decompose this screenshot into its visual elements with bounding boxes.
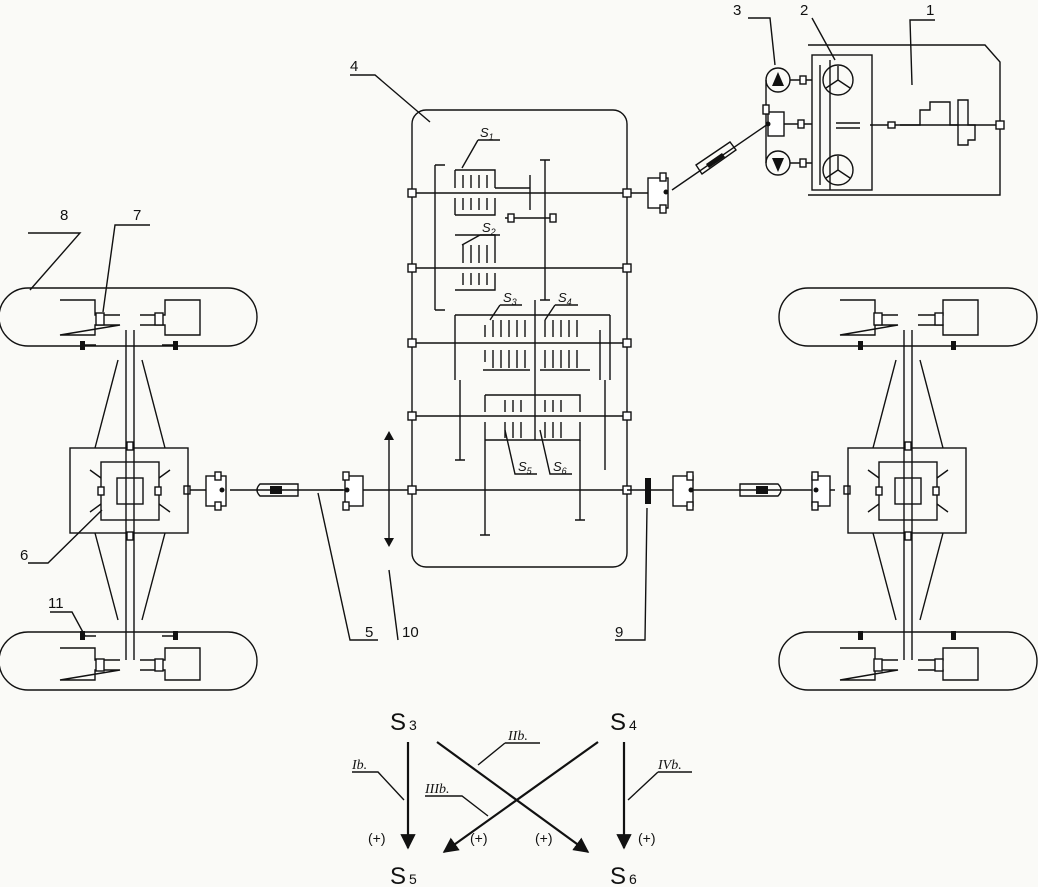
callout-leaders — [28, 17, 935, 641]
callout-5: 5 — [365, 624, 373, 641]
right-front-wheel — [778, 287, 1038, 350]
path-iiib-arrow — [442, 741, 599, 853]
callout-7: 7 — [133, 207, 141, 224]
right-output-driveline — [627, 471, 851, 511]
callout-4: 4 — [350, 58, 358, 75]
sign-iib: (+) — [535, 830, 553, 846]
path-iib-arrow — [436, 741, 590, 853]
callout-1: 1 — [926, 2, 934, 19]
callout-6: 6 — [20, 547, 28, 564]
callout-8: 8 — [60, 207, 68, 224]
callout-9: 9 — [615, 624, 623, 641]
clutch-label-s5: S5 — [518, 459, 533, 476]
gear-label-iiib: IIIb. — [424, 782, 450, 797]
left-front-wheel — [0, 287, 258, 350]
sign-iiib: (+) — [470, 830, 488, 846]
torque-converter — [819, 60, 860, 190]
left-axle — [69, 330, 189, 660]
clutch-labels: S1 S2 S3 S4 S5 S6 — [461, 125, 578, 476]
sign-ib: (+) — [368, 830, 386, 846]
right-rear-wheel — [778, 631, 1038, 691]
clutch-label-s3: S3 — [503, 290, 517, 307]
engine-unit — [808, 44, 1005, 196]
clutch-label-s6: S6 — [553, 459, 567, 476]
charge-pumps — [762, 67, 812, 176]
input-cardan-shaft — [627, 123, 769, 214]
gear-label-ib: Ib. — [351, 758, 367, 773]
callout-11: 11 — [48, 595, 64, 612]
callout-numbers: 1 2 3 4 5 6 7 8 9 10 11 — [20, 2, 934, 641]
gear-label-iib: IIb. — [507, 729, 528, 744]
callout-2: 2 — [800, 2, 808, 19]
gearbox — [330, 109, 632, 568]
callout-3: 3 — [733, 2, 741, 19]
sign-ivb: (+) — [638, 830, 656, 846]
left-output-driveline — [183, 471, 364, 511]
gear-label-ivb: IVb. — [657, 758, 682, 773]
left-rear-wheel — [0, 631, 258, 691]
clutch-label-s4: S4 — [558, 290, 572, 307]
right-axle — [847, 330, 967, 660]
callout-10: 10 — [402, 624, 419, 641]
clutch-label-s1: S1 — [480, 125, 494, 142]
clutch-label-s2: S2 — [482, 220, 496, 237]
brake-10 — [384, 431, 394, 547]
